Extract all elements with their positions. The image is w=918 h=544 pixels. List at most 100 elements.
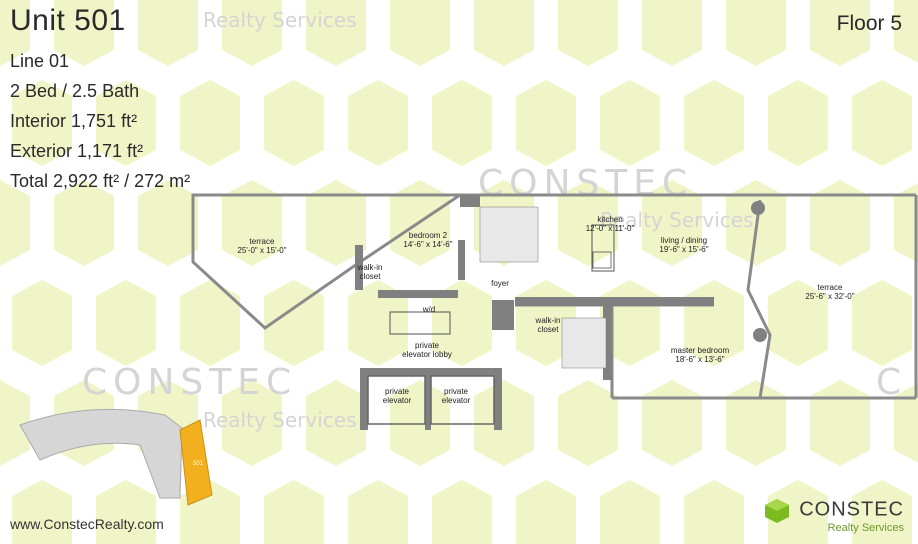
pattern-hex	[138, 180, 198, 266]
pattern-hex	[390, 0, 450, 66]
pattern-hex	[264, 280, 324, 366]
pattern-hex	[348, 80, 408, 166]
pattern-hex	[726, 0, 786, 66]
pattern-hex	[348, 480, 408, 544]
room-elevator-1b: elevator	[383, 396, 412, 405]
pattern-hex	[768, 280, 828, 366]
unit-exterior: Exterior 1,171 ft²	[10, 141, 144, 161]
room-walkin-closet-1: walk-in	[357, 263, 383, 272]
room-terrace-right: terrace	[818, 283, 843, 292]
room-kitchen-dim: 12'-0" x 11'-0"	[586, 224, 635, 233]
watermark-realty-mid: Realty Services	[203, 408, 357, 432]
unit-beds-baths: 2 Bed / 2.5 Bath	[10, 81, 140, 101]
pattern-hex	[810, 380, 870, 466]
pattern-hex	[474, 0, 534, 66]
watermark-realty-top: Realty Services	[203, 8, 357, 32]
elevator-2-box	[430, 375, 495, 425]
pattern-hex	[0, 380, 30, 466]
pattern-hex	[516, 480, 576, 544]
room-kitchen: kitchen	[597, 215, 622, 224]
pattern-hex	[12, 280, 72, 366]
room-terrace-left-dim: 25'-0" x 15'-0"	[237, 246, 286, 255]
pattern-hex	[432, 480, 492, 544]
pattern-hex	[390, 380, 450, 466]
pattern-hex	[600, 80, 660, 166]
pattern-hex	[558, 380, 618, 466]
pattern-hex	[0, 180, 30, 266]
logo-cube-icon	[765, 499, 790, 523]
room-elevator-2: private	[444, 387, 469, 396]
pattern-hex	[222, 0, 282, 66]
room-bedroom2-dim: 14'-6" x 14'-6"	[403, 240, 452, 249]
unit-total: Total 2,922 ft² / 272 m²	[10, 171, 191, 191]
room-lobby: private	[415, 341, 440, 350]
room-terrace-left: terrace	[250, 237, 275, 246]
pattern-hex	[96, 280, 156, 366]
room-master: master bedroom	[671, 346, 730, 355]
pattern-hex	[264, 80, 324, 166]
room-wd: w/d	[422, 305, 435, 314]
pattern-hex	[852, 480, 912, 544]
pattern-hex	[726, 380, 786, 466]
pattern-hex	[306, 180, 366, 266]
pattern-hex	[852, 80, 912, 166]
unit-info: Unit 501 Line 01 2 Bed / 2.5 Bath Interi…	[10, 4, 190, 196]
pattern-hex	[768, 80, 828, 166]
pattern-hex	[222, 380, 282, 466]
room-foyer: foyer	[491, 279, 509, 288]
bathroom-2	[561, 317, 607, 369]
pattern-hex	[852, 280, 912, 366]
unit-line: Line 01	[10, 51, 70, 71]
website-link[interactable]: www.ConstecRealty.com	[10, 516, 164, 532]
pattern-hex	[684, 480, 744, 544]
company-logo: CONSTEC Realty Services	[764, 498, 904, 534]
pattern-hex	[810, 180, 870, 266]
pattern-hex	[222, 180, 282, 266]
pattern-hex	[54, 180, 114, 266]
room-elevator-1: private	[385, 387, 410, 396]
pattern-hex	[558, 0, 618, 66]
room-terrace-right-dim: 25'-6" x 32'-0"	[805, 292, 854, 301]
pattern-hex	[138, 0, 198, 66]
pattern-hex	[684, 80, 744, 166]
pattern-hex	[306, 0, 366, 66]
pattern-hex	[96, 480, 156, 544]
pattern-hex	[474, 380, 534, 466]
room-bedroom2: bedroom 2	[409, 231, 448, 240]
pattern-hex	[516, 80, 576, 166]
pattern-hex	[0, 0, 30, 66]
pattern-hex	[558, 180, 618, 266]
pattern-hex	[768, 480, 828, 544]
pattern-hex	[894, 0, 918, 63]
pattern-hex	[600, 480, 660, 544]
bathroom-1	[479, 206, 539, 263]
elevator-1-box	[367, 375, 426, 425]
pattern-hex	[54, 0, 114, 66]
pattern-hex	[642, 380, 702, 466]
pattern-hex	[96, 80, 156, 166]
unit-interior: Interior 1,751 ft²	[10, 111, 138, 131]
room-walkin-closet-2b: closet	[538, 325, 560, 334]
pattern-hex	[180, 80, 240, 166]
watermark-constec-center: CONSTEC	[478, 163, 694, 204]
keyplan-unit-tag: 501	[193, 461, 204, 467]
room-lobby-b: elevator lobby	[402, 350, 452, 359]
floor-label: Floor 5	[836, 12, 902, 35]
room-living-dim: 19'-6" x 15'-6"	[659, 245, 708, 254]
pattern-hex	[264, 480, 324, 544]
watermark-constec-left: CONSTEC	[82, 362, 298, 403]
unit-title: Unit 501	[10, 4, 126, 37]
pattern-hex	[432, 80, 492, 166]
room-living: living / dining	[661, 236, 707, 245]
pattern-hex	[810, 0, 870, 66]
pattern-hex	[12, 480, 72, 544]
pattern-hex	[432, 280, 492, 366]
key-plan: 501	[19, 408, 213, 506]
logo-name: CONSTEC	[799, 498, 904, 521]
pattern-hex	[12, 80, 72, 166]
terrace-left-outline	[191, 193, 465, 330]
logo-sub: Realty Services	[827, 522, 904, 534]
pattern-hex	[642, 180, 702, 266]
